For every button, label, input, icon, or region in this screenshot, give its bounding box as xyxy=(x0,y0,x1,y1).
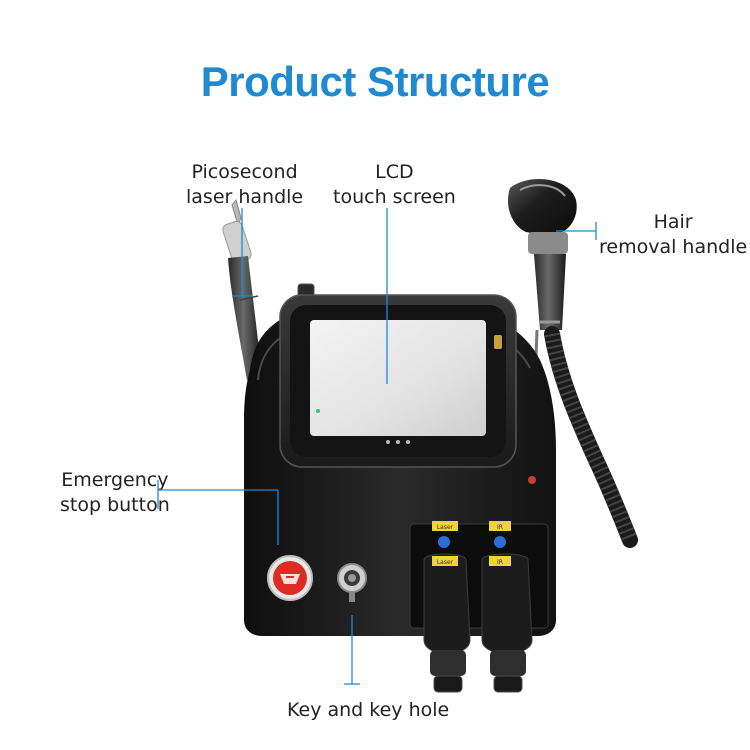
picosecond-label-line1: Picosecond xyxy=(191,161,298,183)
status-led xyxy=(316,409,320,413)
hair-label-line1: Hair xyxy=(653,211,693,233)
lcd-label-line2: touch screen xyxy=(333,186,456,208)
tag-mid-left: Laser xyxy=(437,559,454,566)
lcd-screen-label: LCD touch screen xyxy=(333,160,456,210)
tag-mid-right: IR xyxy=(497,559,503,566)
picosecond-handle-label: Picosecond laser handle xyxy=(186,160,303,210)
key-label-line1: Key and key hole xyxy=(287,699,450,721)
tag-top-right: IR xyxy=(497,524,503,531)
tag-top-left: Laser xyxy=(437,524,454,531)
lcd-label-line1: LCD xyxy=(375,161,414,183)
key-and-keyhole xyxy=(337,563,367,617)
callout-lines xyxy=(157,208,597,685)
picosecond-laser-handle xyxy=(222,198,262,380)
lcd-touch-screen xyxy=(279,294,517,468)
brand-badge xyxy=(528,476,536,484)
emergency-stop-button xyxy=(267,555,313,601)
hair-removal-handle-label: Hair removal handle xyxy=(599,210,747,260)
key-hole-label: Key and key hole xyxy=(287,698,449,723)
handpiece-bay: Laser IR Laser IR xyxy=(409,521,549,693)
emergency-label-line1: Emergency xyxy=(61,469,169,491)
hair-removal-handle xyxy=(507,178,638,548)
hair-label-line2: removal handle xyxy=(599,236,748,258)
emergency-stop-label: Emergency stop button xyxy=(60,468,170,518)
emergency-label-line2: stop button xyxy=(60,494,170,516)
picosecond-label-line2: laser handle xyxy=(186,186,304,208)
page-title: Product Structure xyxy=(200,58,550,105)
